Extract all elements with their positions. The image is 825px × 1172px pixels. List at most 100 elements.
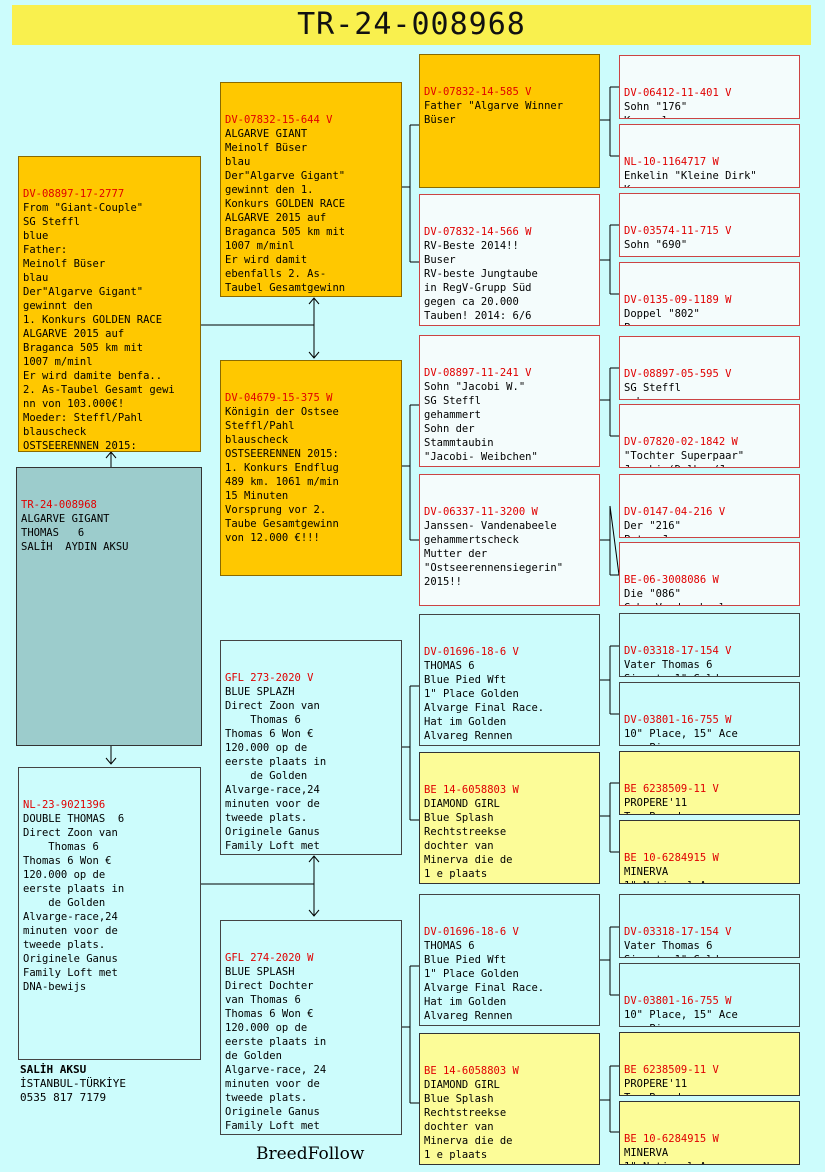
fff-info: Father "Algarve Winner Büser — [424, 100, 564, 126]
ffff-info: Sohn "176" Korsmeler — [624, 101, 688, 118]
ffmf-ring-id: DV-03574-11-715 V — [624, 225, 732, 237]
mff-card[interactable]: DV-01696-18-6 V THOMAS 6 Blue Pied Wft 1"… — [419, 614, 600, 746]
ffmm-info: Doppel "802" Prange — [624, 308, 700, 325]
subject-ring-id: TR-24-008968 — [21, 499, 97, 511]
mmff-ring-id: DV-03318-17-154 V — [624, 926, 732, 938]
mfmf-card[interactable]: BE 6238509-11 V PROPERE'11 Top Breeder He… — [619, 751, 800, 815]
mfmm-card[interactable]: BE 10-6284915 W MINERVA 1" National Ace J… — [619, 820, 800, 884]
fffm-ring-id: NL-10-1164717 W — [624, 156, 719, 168]
fm-info: Königin der Ostsee Steffl/Pahl blauschec… — [225, 406, 339, 544]
ffm-card[interactable]: DV-07832-14-566 W RV-Beste 2014!! Buser R… — [419, 194, 600, 326]
mmfm-info: 10" Place, 15" Ace Pigeon Schleswig-Hols… — [624, 1009, 738, 1026]
ffmm-card[interactable]: DV-0135-09-1189 W Doppel "802" Prange — [619, 262, 800, 326]
fmff-ring-id: DV-08897-05-595 V — [624, 368, 732, 380]
mfm-info: DIAMOND GIRL Blue Splash Rechtstreekse d… — [424, 798, 513, 883]
ffff-ring-id: DV-06412-11-401 V — [624, 87, 732, 99]
mmf-info: THOMAS 6 Blue Pied Wft 1" Place Golden A… — [424, 940, 545, 1025]
fmf-ring-id: DV-08897-11-241 V — [424, 367, 532, 379]
mffm-card[interactable]: DV-03801-16-755 W 10" Place, 15" Ace Pige… — [619, 682, 800, 746]
mfm-card[interactable]: BE 14-6058803 W DIAMOND GIRL Blue Splash … — [419, 752, 600, 884]
mmm-ring-id: BE 14-6058803 W — [424, 1065, 519, 1077]
ffm-info: RV-Beste 2014!! Buser RV-beste Jungtaube… — [424, 240, 538, 322]
fmm-card[interactable]: DV-06337-11-3200 W Janssen- Vandenabeele … — [419, 474, 600, 606]
fmmm-ring-id: BE-06-3008086 W — [624, 574, 719, 586]
mmmm-info: MINERVA 1" National Ace Jong — [624, 1147, 719, 1164]
mmfm-card[interactable]: DV-03801-16-755 W 10" Place, 15" Ace Pige… — [619, 963, 800, 1027]
father-info: From "Giant-Couple" SG Steffl blue Fathe… — [23, 202, 175, 452]
mother-info: DOUBLE THOMAS 6 Direct Zoon van Thomas 6… — [23, 813, 125, 993]
fmm-info: Janssen- Vandenabeele gehammertscheck Mu… — [424, 520, 564, 588]
mmfm-ring-id: DV-03801-16-755 W — [624, 995, 732, 1007]
mfff-card[interactable]: DV-03318-17-154 V Vater Thomas 6 Sire to … — [619, 613, 800, 677]
mmmm-card[interactable]: BE 10-6284915 W MINERVA 1" National Ace J… — [619, 1101, 800, 1165]
mfmm-ring-id: BE 10-6284915 W — [624, 852, 719, 864]
ff-ring-id: DV-07832-15-644 V — [225, 114, 333, 126]
fmf-info: Sohn "Jacobi W." SG Steffl gehammert Soh… — [424, 381, 538, 463]
mm-card[interactable]: GFL 274-2020 W BLUE SPLASH Direct Dochter… — [220, 920, 402, 1135]
mmm-info: DIAMOND GIRL Blue Splash Rechtstreekse d… — [424, 1079, 513, 1164]
subject-info: ALGARVE GIGANT THOMAS 6 SALİH AYDIN AKSU — [21, 513, 129, 553]
mfmf-info: PROPERE'11 Top Breeder Hermans-Hoekstra — [624, 797, 694, 814]
fmm-ring-id: DV-06337-11-3200 W — [424, 506, 538, 518]
mfmf-ring-id: BE 6238509-11 V — [624, 783, 719, 795]
fmfm-info: "Tochter Superpaar" Jacobi (Delbar/Janss… — [624, 450, 763, 467]
mmmf-card[interactable]: BE 6238509-11 V PROPERE'11 Top Breeder He… — [619, 1032, 800, 1096]
fmff-card[interactable]: DV-08897-05-595 V SG Steffl geh — [619, 336, 800, 400]
mf-card[interactable]: GFL 273-2020 V BLUE SPLAZH Direct Zoon va… — [220, 640, 402, 855]
ffmm-ring-id: DV-0135-09-1189 W — [624, 294, 732, 306]
ffmf-card[interactable]: DV-03574-11-715 V Sohn "690" — [619, 193, 800, 257]
mfff-info: Vater Thomas 6 Sire to 1" Golden Algarve — [624, 659, 731, 676]
fmff-info: SG Steffl geh — [624, 382, 681, 399]
mffm-info: 10" Place, 15" Ace Pigeon Schleswig-Hols… — [624, 728, 738, 745]
mf-info: BLUE SPLAZH Direct Zoon van Thomas 6 Tho… — [225, 686, 327, 852]
ff-card[interactable]: DV-07832-15-644 V ALGARVE GIANT Meinolf B… — [220, 82, 402, 297]
fmfm-card[interactable]: DV-07820-02-1842 W "Tochter Superpaar" Ja… — [619, 404, 800, 468]
fmmf-ring-id: DV-0147-04-216 V — [624, 506, 726, 518]
mmmm-ring-id: BE 10-6284915 W — [624, 1133, 719, 1145]
father-ring-id: DV-08897-17-2777 — [23, 188, 125, 200]
mff-info: THOMAS 6 Blue Pied Wft 1" Place Golden A… — [424, 660, 545, 745]
fffm-card[interactable]: NL-10-1164717 W Enkelin "Kleine Dirk" Koo… — [619, 124, 800, 188]
mfmm-info: MINERVA 1" National Ace Jong — [624, 866, 719, 883]
mf-ring-id: GFL 273-2020 V — [225, 672, 314, 684]
mother-ring-id: NL-23-9021396 — [23, 799, 106, 811]
mfff-ring-id: DV-03318-17-154 V — [624, 645, 732, 657]
mff-ring-id: DV-01696-18-6 V — [424, 646, 519, 658]
fff-card[interactable]: DV-07832-14-585 V Father "Algarve Winner … — [419, 54, 600, 188]
brand-logo: BreedFollow — [256, 1144, 365, 1164]
fmmm-card[interactable]: BE-06-3008086 W Die "086" Gaby Vandenabee… — [619, 542, 800, 606]
mmmf-ring-id: BE 6238509-11 V — [624, 1064, 719, 1076]
mmff-info: Vater Thomas 6 Sire to 1" Golden Algarve — [624, 940, 731, 957]
mmff-card[interactable]: DV-03318-17-154 V Vater Thomas 6 Sire to … — [619, 894, 800, 958]
fmmf-card[interactable]: DV-0147-04-216 V Der "216" Peten Janssen … — [619, 474, 800, 538]
mfm-ring-id: BE 14-6058803 W — [424, 784, 519, 796]
owner-city: İSTANBUL-TÜRKİYE — [20, 1077, 126, 1090]
ffff-card[interactable]: DV-06412-11-401 V Sohn "176" Korsmeler — [619, 55, 800, 119]
owner-info: SALİH AKSU İSTANBUL-TÜRKİYE 0535 817 717… — [20, 1063, 126, 1105]
fmfm-ring-id: DV-07820-02-1842 W — [624, 436, 738, 448]
ffmf-info: Sohn "690" — [624, 239, 688, 251]
mmf-ring-id: DV-01696-18-6 V — [424, 926, 519, 938]
fffm-info: Enkelin "Kleine Dirk" Koopman — [624, 170, 757, 187]
pedigree-title: TR-24-008968 — [12, 5, 811, 45]
mm-ring-id: GFL 274-2020 W — [225, 952, 314, 964]
fmmf-info: Der "216" Peten Janssen dunkelgehammert — [624, 520, 706, 537]
ff-info: ALGARVE GIANT Meinolf Büser blau Der"Alg… — [225, 128, 346, 294]
mm-info: BLUE SPLASH Direct Dochter van Thomas 6 … — [225, 966, 327, 1132]
fm-card[interactable]: DV-04679-15-375 W Königin der Ostsee Stef… — [220, 360, 402, 576]
owner-phone: 0535 817 7179 — [20, 1091, 107, 1104]
fmf-card[interactable]: DV-08897-11-241 V Sohn "Jacobi W." SG Ste… — [419, 335, 600, 467]
fff-ring-id: DV-07832-14-585 V — [424, 86, 532, 98]
mffm-ring-id: DV-03801-16-755 W — [624, 714, 732, 726]
owner-name: SALİH AKSU — [20, 1063, 87, 1076]
fm-ring-id: DV-04679-15-375 W — [225, 392, 333, 404]
fmmm-info: Die "086" Gaby Vandenabeele blau — [624, 588, 731, 605]
mmm-card[interactable]: BE 14-6058803 W DIAMOND GIRL Blue Splash … — [419, 1033, 600, 1165]
ffm-ring-id: DV-07832-14-566 W — [424, 226, 532, 238]
mmf-card[interactable]: DV-01696-18-6 V THOMAS 6 Blue Pied Wft 1"… — [419, 894, 600, 1026]
mmmf-info: PROPERE'11 Top Breeder Hermans-Hoekstra — [624, 1078, 694, 1095]
